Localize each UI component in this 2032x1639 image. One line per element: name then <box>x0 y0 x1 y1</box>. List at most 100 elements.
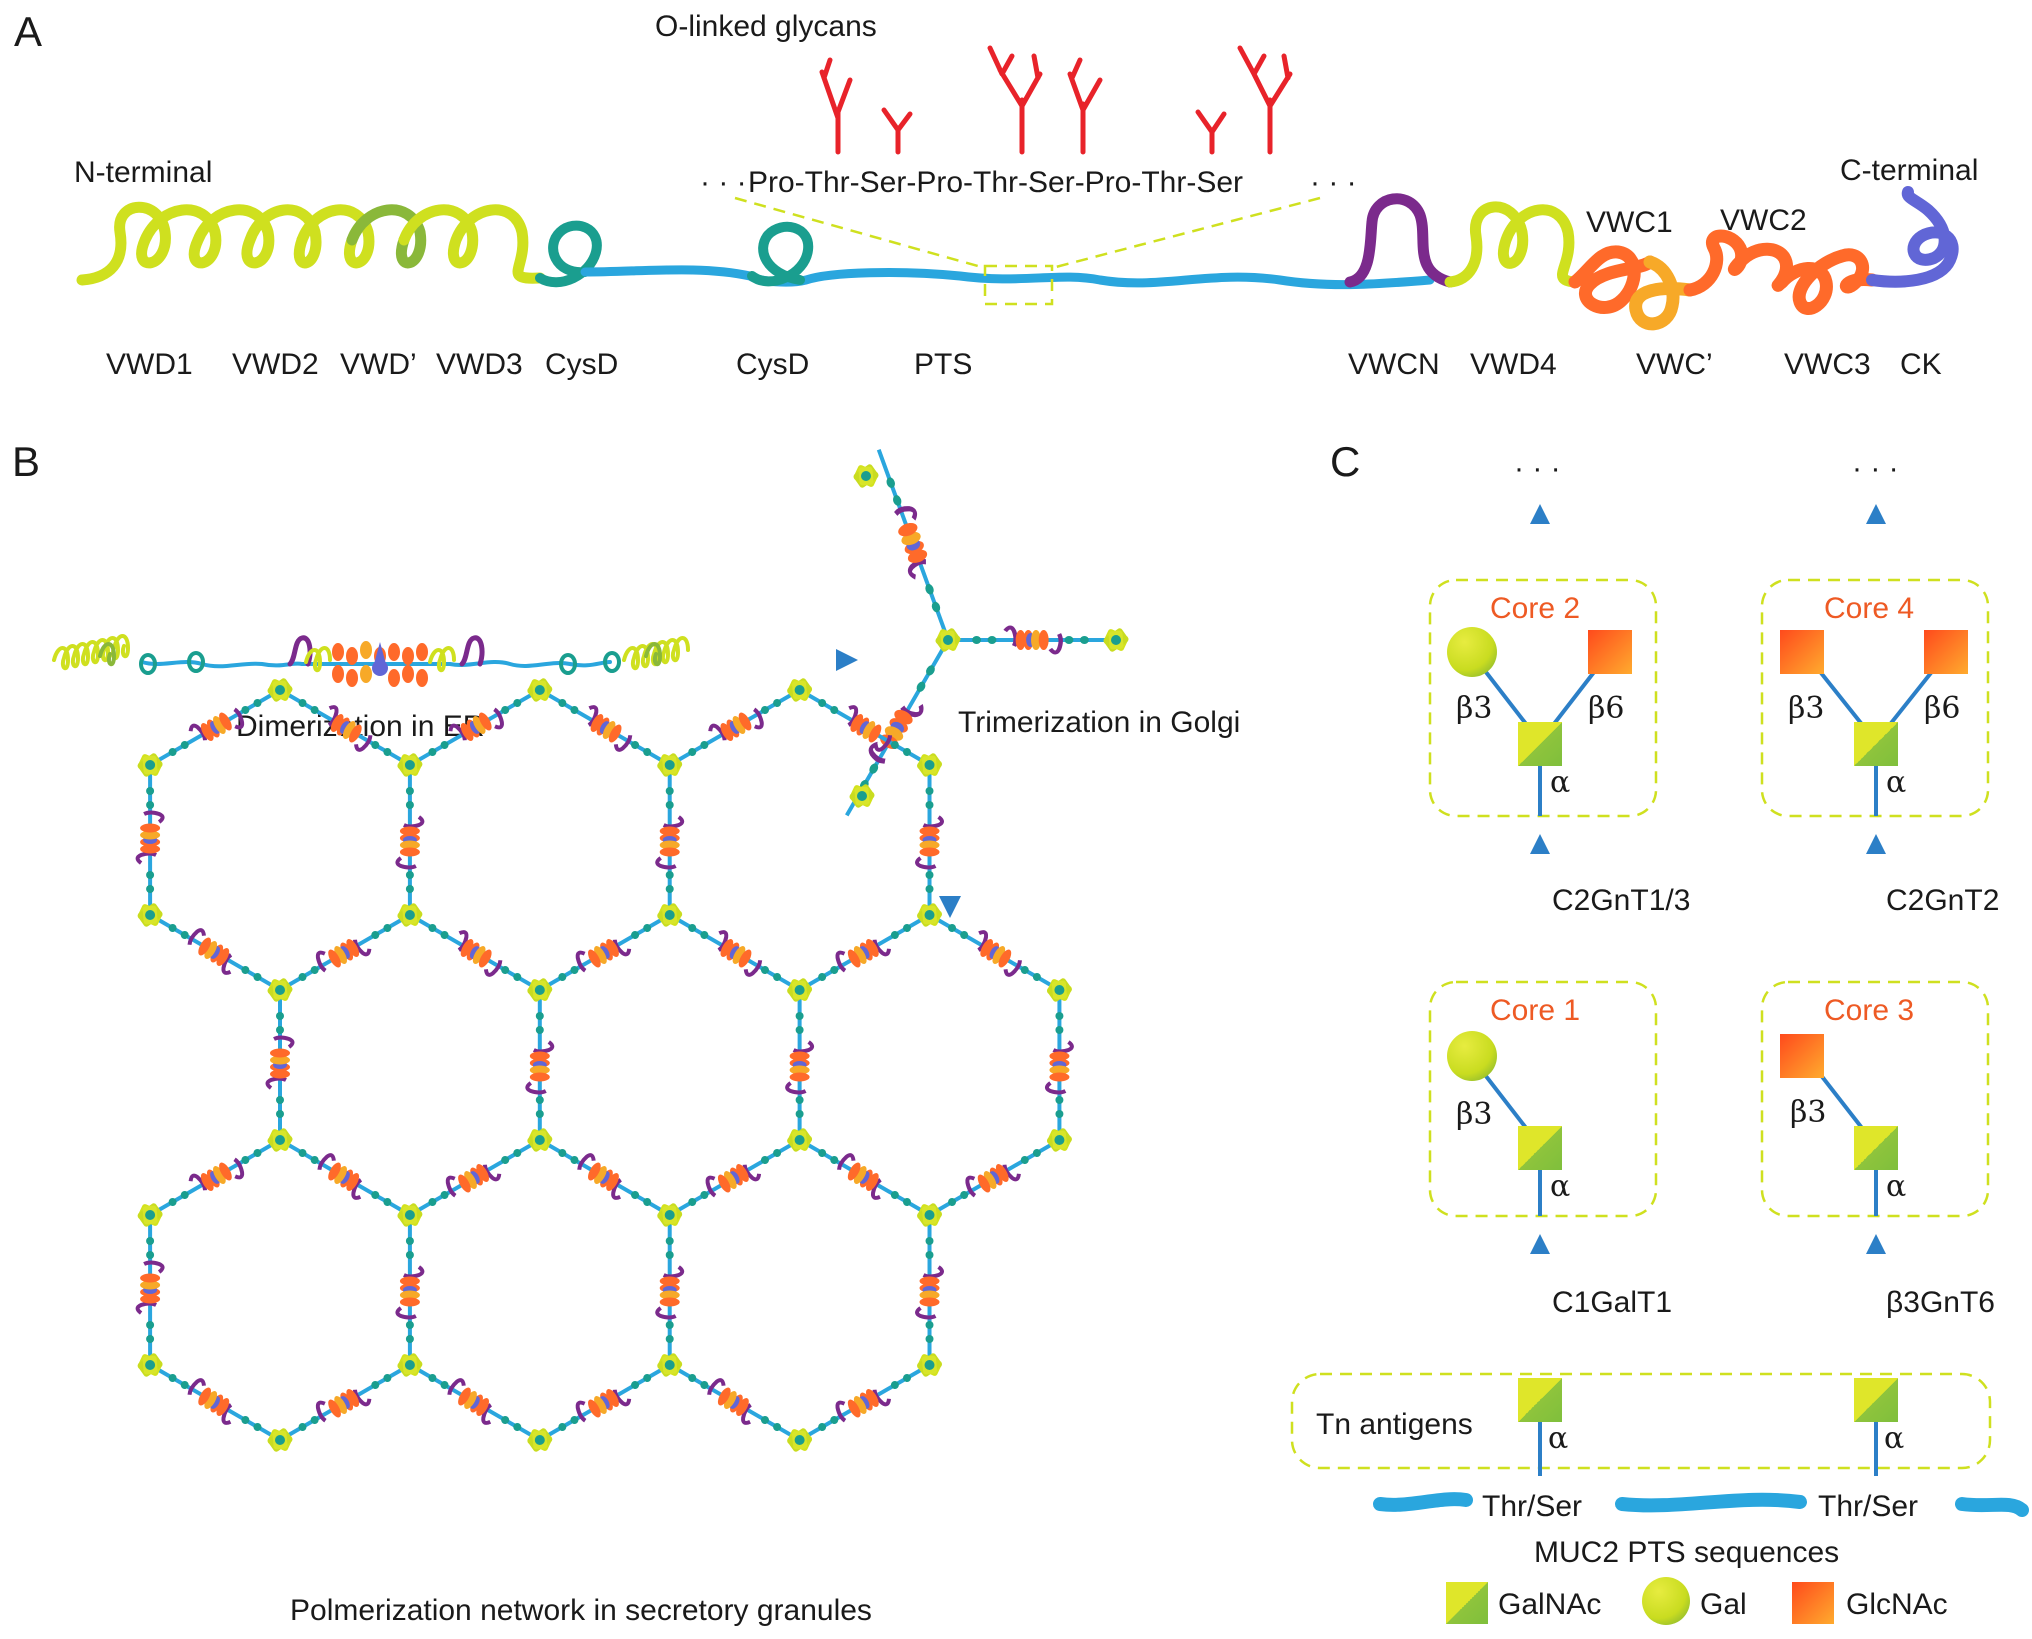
arrow-core1-to-core2 <box>1530 834 1550 956</box>
muc2-n-terminal-domains <box>76 201 602 288</box>
network-link <box>141 1127 289 1228</box>
tn-antigen-left: α <box>1518 1378 1568 1476</box>
core-4-alpha: α <box>1886 765 1906 800</box>
network-node <box>526 1127 554 1153</box>
network-node <box>526 677 554 703</box>
core-4-beta3: β3 <box>1788 691 1824 726</box>
core-1-box: Core 1 β3 α <box>1428 980 1658 1218</box>
network-link <box>135 1213 165 1367</box>
tn-antigens-box <box>1290 1372 1992 1470</box>
network-link <box>395 1213 425 1367</box>
galnac-square-icon <box>1854 1378 1898 1422</box>
network-link <box>401 1352 549 1453</box>
network-node <box>1045 1127 1074 1153</box>
dimer-vwcn-right <box>459 635 485 667</box>
network-link <box>915 1213 945 1367</box>
network-node <box>786 1427 814 1453</box>
galnac-square-icon <box>1518 1126 1562 1170</box>
tn-antigens-label: Tn antigens <box>1316 1408 1473 1441</box>
dimer-cysd-4 <box>603 651 621 673</box>
o-linked-glycans <box>819 45 1293 155</box>
network-node <box>915 752 944 778</box>
glcnac-square-icon <box>1792 1582 1834 1624</box>
thr-ser-label-left: Thr/Ser <box>1482 1490 1582 1523</box>
vwc-prime-coil <box>1629 255 1697 331</box>
panel-c: C Thr/Ser Thr/Ser MUC2 PTS sequences Tn … <box>1290 438 2029 1625</box>
glcnac-square-icon <box>1588 630 1632 674</box>
arrow-tn-to-core1 <box>1530 1234 1550 1358</box>
sequence-dots-right: · · · <box>1310 166 1357 199</box>
panel-b: B <box>12 438 1240 1627</box>
network-node <box>915 1202 944 1228</box>
domain-label-vwc3: VWC3 <box>1784 348 1871 381</box>
network-node <box>786 1127 814 1153</box>
domain-label-vwcn: VWCN <box>1348 348 1440 381</box>
network-link <box>141 1352 289 1453</box>
glcnac-square-icon <box>1780 1034 1824 1078</box>
core-1-beta3: β3 <box>1456 1097 1492 1132</box>
domain-label-ck: CK <box>1900 348 1942 381</box>
core-1-alpha: α <box>1550 1169 1570 1204</box>
core-4-box: Core 4 β3 β6 α <box>1760 578 1990 818</box>
ellipsis-left: · · · <box>1514 452 1561 485</box>
pts-zoom-indicator <box>734 196 1321 306</box>
o-linked-glycans-title: O-linked glycans <box>655 10 877 43</box>
domain-label-cysd-1: CysD <box>545 348 618 381</box>
network-node <box>266 1427 294 1453</box>
network-link <box>271 902 419 1003</box>
domain-label-vwd3: VWD3 <box>436 348 523 381</box>
ellipsis-right: · · · <box>1852 452 1899 485</box>
legend-label-gal: Gal <box>1700 1588 1747 1621</box>
domain-label-vwd2: VWD2 <box>232 348 319 381</box>
network-link <box>655 1213 685 1367</box>
network-link <box>661 1127 808 1228</box>
tn-right-alpha: α <box>1884 1421 1904 1456</box>
network-link <box>265 988 295 1142</box>
core-3-box: Core 3 β3 α <box>1760 980 1990 1218</box>
dimer-cysd-3 <box>559 653 577 675</box>
pts-backbone <box>580 265 1435 290</box>
network-node <box>136 902 164 928</box>
legend-label-glcnac: GlcNAc <box>1846 1588 1948 1621</box>
glycan-5 <box>1195 109 1227 155</box>
panel-a-letter: A <box>14 8 42 55</box>
network-link <box>531 1352 678 1453</box>
dimer-cysd-2 <box>187 651 205 673</box>
network-link <box>791 902 938 1003</box>
c-terminal-label: C-terminal <box>1840 154 1978 187</box>
core-4-title: Core 4 <box>1824 592 1914 625</box>
domain-label-vwd1: VWD1 <box>106 348 193 381</box>
network-node <box>526 977 554 1003</box>
network-link <box>655 763 685 917</box>
network-node <box>656 1202 684 1228</box>
network-link <box>661 1352 808 1453</box>
network-node <box>656 902 684 928</box>
trimer-caption: Trimerization in Golgi <box>958 706 1240 739</box>
network-link <box>791 1127 938 1228</box>
galnac-square-icon <box>1518 1378 1562 1422</box>
network-node <box>266 977 294 1003</box>
muc2-c-terminal-domains <box>1344 186 1959 331</box>
network-link <box>531 1127 678 1228</box>
muc2-pts-backbone <box>1373 1492 2029 1517</box>
enzyme-b3gnt6: β3GnT6 <box>1886 1286 1995 1319</box>
network-node <box>396 1352 424 1378</box>
arrow-to-trimer <box>740 649 858 671</box>
galnac-square-icon <box>1446 1582 1488 1624</box>
dimer-vwd4-right <box>428 646 456 673</box>
core-3-title: Core 3 <box>1824 994 1914 1027</box>
sequence-dots-left: · · · <box>700 166 747 199</box>
dimer-right-vwd-prime <box>644 642 663 667</box>
network-node <box>1045 977 1074 1003</box>
polymerization-network <box>135 677 1074 1453</box>
core-2-box: Core 2 β3 β6 α <box>1428 578 1658 818</box>
panel-a: A · · · Pro- <box>14 8 1978 381</box>
core-2-title: Core 2 <box>1490 592 1580 625</box>
network-link <box>921 1127 1068 1228</box>
galnac-square-icon <box>1518 722 1562 766</box>
domain-label-vwc-prime: VWC’ <box>1636 348 1713 381</box>
pts-caption: MUC2 PTS sequences <box>1534 1536 1839 1569</box>
domain-label-pts: PTS <box>914 348 972 381</box>
core-2-alpha: α <box>1550 765 1570 800</box>
